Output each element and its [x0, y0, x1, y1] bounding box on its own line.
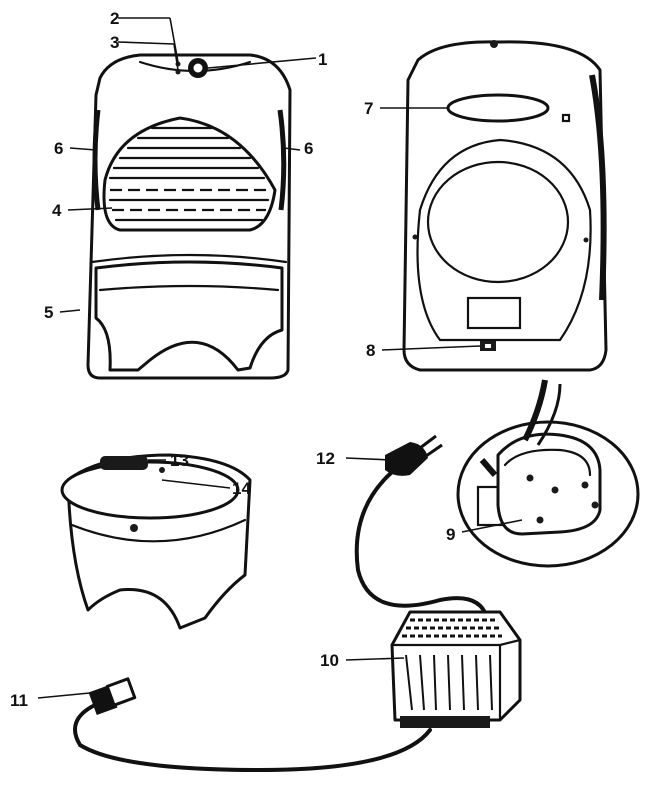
leader-lines: [37, 17, 523, 699]
cooling-fins: [402, 618, 502, 711]
callout-13: 13: [170, 451, 189, 470]
air-grille: [102, 116, 277, 232]
indicator-light: [175, 69, 181, 75]
callout-10: 10: [320, 651, 339, 670]
callout-5: 5: [44, 303, 53, 322]
callout-11: 11: [10, 691, 28, 710]
callout-12: 12: [316, 449, 335, 468]
wall-plug: [385, 434, 443, 476]
side-grip: [277, 109, 287, 211]
dc-plug: [88, 677, 137, 716]
detached-water-tank: [60, 453, 252, 630]
callout-1: 1: [318, 50, 327, 69]
carry-handle: [446, 93, 550, 123]
callout-3: 3: [110, 33, 119, 52]
dehumidifier-back-view: [402, 40, 608, 372]
connector-detail: [456, 379, 640, 568]
water-tank: [90, 253, 288, 372]
callout-7: 7: [364, 99, 373, 118]
callout-labels: 1 2 3 4 5 6 6 7 8 9 10 11 12 13 14: [10, 9, 455, 710]
callout-14: 14: [232, 479, 251, 498]
rating-label: [466, 296, 522, 330]
dehumidifier-front-view: [86, 53, 292, 380]
callout-8: 8: [366, 341, 375, 360]
callout-6-left: 6: [54, 139, 63, 158]
callout-2: 2: [110, 9, 119, 28]
power-socket: [480, 341, 496, 351]
control-knob: [188, 58, 208, 78]
callout-6-right: 6: [304, 139, 313, 158]
callout-9: 9: [446, 525, 455, 544]
power-adapter: [73, 434, 522, 773]
callout-4: 4: [52, 201, 62, 220]
rear-filter: [426, 160, 570, 284]
side-grip: [92, 109, 101, 211]
